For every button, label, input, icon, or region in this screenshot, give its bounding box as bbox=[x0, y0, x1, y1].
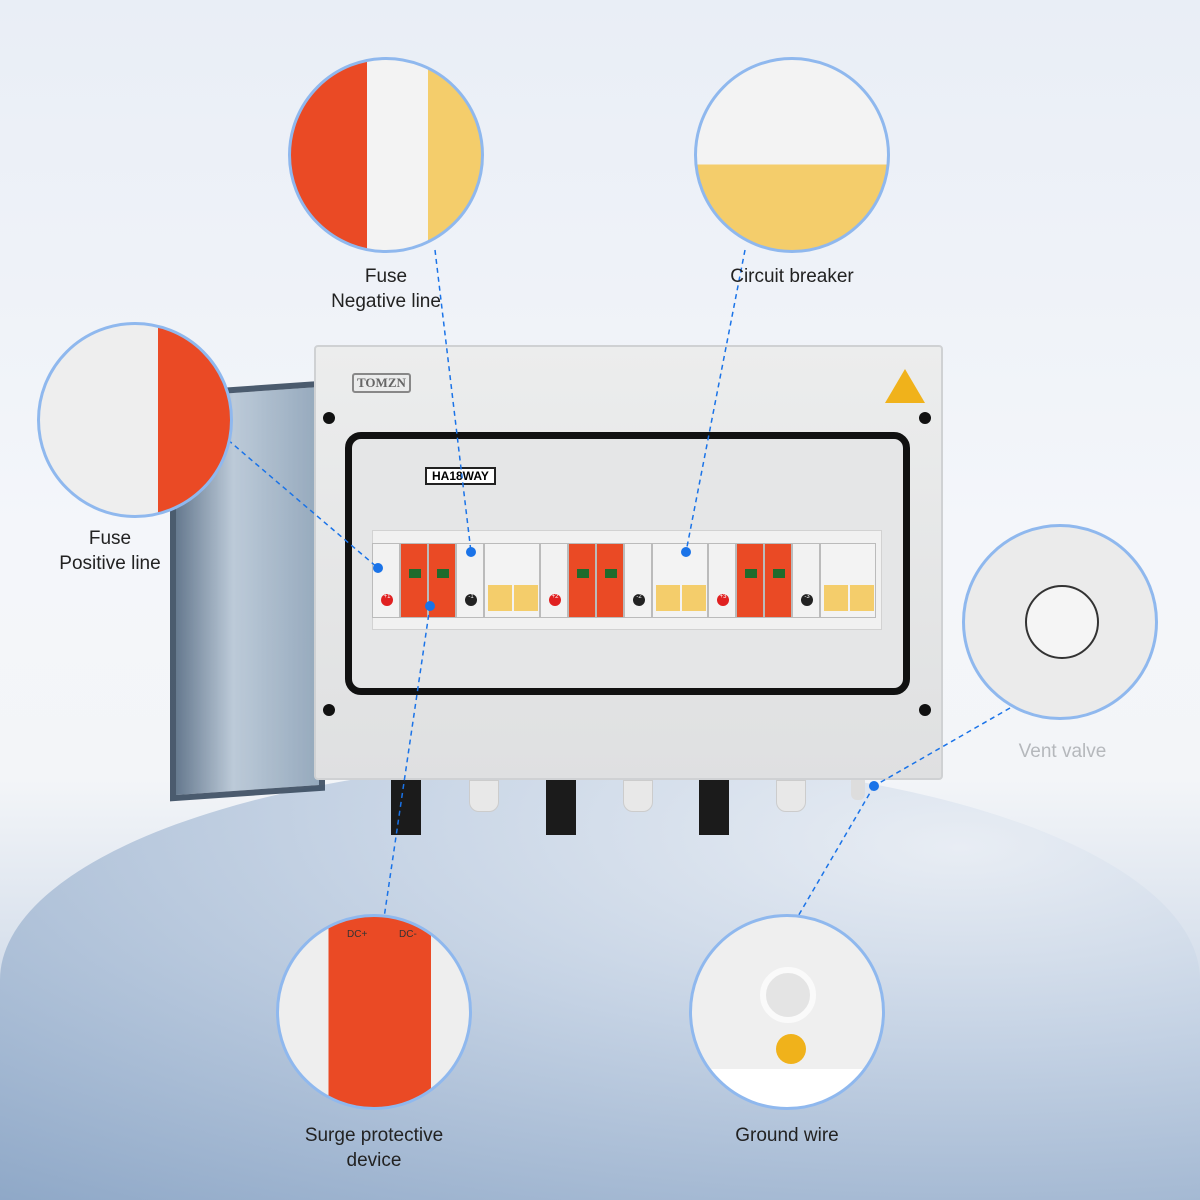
breaker-handle bbox=[824, 585, 848, 611]
fuse-marker: +1 bbox=[381, 594, 393, 606]
zoom-ground-wire bbox=[689, 914, 885, 1110]
fuse-marker: -2 bbox=[633, 594, 645, 606]
surge-protective-device bbox=[568, 543, 596, 618]
zoom-circuit-breaker bbox=[694, 57, 890, 253]
cable-gland-icon bbox=[760, 967, 816, 1023]
ground-icon bbox=[776, 1034, 806, 1064]
breaker-handle bbox=[682, 585, 706, 611]
screw bbox=[919, 412, 931, 424]
spd-indicator bbox=[437, 569, 449, 578]
vent-valve-icon bbox=[1025, 585, 1099, 659]
screw bbox=[919, 704, 931, 716]
spd-indicator bbox=[577, 569, 589, 578]
breaker-handle bbox=[656, 585, 680, 611]
spd-indicator bbox=[773, 569, 785, 578]
spd-indicator bbox=[409, 569, 421, 578]
zoom-fuse-positive bbox=[37, 322, 233, 518]
breaker-handle bbox=[514, 585, 538, 611]
marker-dot bbox=[681, 547, 691, 557]
fuse-holder: +2 bbox=[540, 543, 568, 618]
fuse-marker: -3 bbox=[801, 594, 813, 606]
label-vent-valve: Vent valve bbox=[1018, 741, 1107, 762]
brand-logo: TOMZN bbox=[352, 373, 411, 393]
fuse-holder: -3 bbox=[792, 543, 820, 618]
label-circuit-breaker: Circuit breaker bbox=[730, 266, 854, 287]
zoom-vent-valve bbox=[962, 524, 1158, 720]
breaker-handle bbox=[850, 585, 874, 611]
fuse-marker: +3 bbox=[717, 594, 729, 606]
zoom-surge-device: DC+ DC- bbox=[276, 914, 472, 1110]
fuse-marker: -1 bbox=[465, 594, 477, 606]
spd-indicator bbox=[745, 569, 757, 578]
warning-icon bbox=[885, 369, 925, 403]
circuit-breaker bbox=[484, 543, 540, 618]
dc-minus-label: DC- bbox=[399, 929, 417, 940]
background-wave bbox=[0, 760, 1200, 1200]
zoom-fuse-negative bbox=[288, 57, 484, 253]
circuit-breaker bbox=[652, 543, 708, 618]
cable-gland bbox=[469, 780, 499, 812]
fuse-holder: -2 bbox=[624, 543, 652, 618]
surge-protective-device bbox=[596, 543, 624, 618]
breaker-handle bbox=[488, 585, 512, 611]
mc4-connector bbox=[699, 780, 729, 835]
circuit-breaker bbox=[820, 543, 876, 618]
fuse-holder: +3 bbox=[708, 543, 736, 618]
surge-protective-device bbox=[400, 543, 428, 618]
fuse-marker: +2 bbox=[549, 594, 561, 606]
surge-protective-device bbox=[764, 543, 792, 618]
mc4-connector bbox=[546, 780, 576, 835]
dc-plus-label: DC+ bbox=[347, 929, 368, 940]
marker-dot bbox=[425, 601, 435, 611]
label-ground-wire: Ground wire bbox=[735, 1125, 839, 1146]
mc4-connector bbox=[391, 780, 421, 835]
screw bbox=[323, 704, 335, 716]
screw bbox=[323, 412, 335, 424]
cable-gland bbox=[623, 780, 653, 812]
surge-protective-device bbox=[736, 543, 764, 618]
marker-dot bbox=[466, 547, 476, 557]
cable-gland bbox=[776, 780, 806, 812]
vent-valve-part bbox=[851, 780, 865, 800]
spd-indicator bbox=[605, 569, 617, 578]
marker-dot bbox=[869, 781, 879, 791]
fuse-holder: -1 bbox=[456, 543, 484, 618]
marker-dot bbox=[373, 563, 383, 573]
fuse-holder: +1 bbox=[372, 543, 400, 618]
